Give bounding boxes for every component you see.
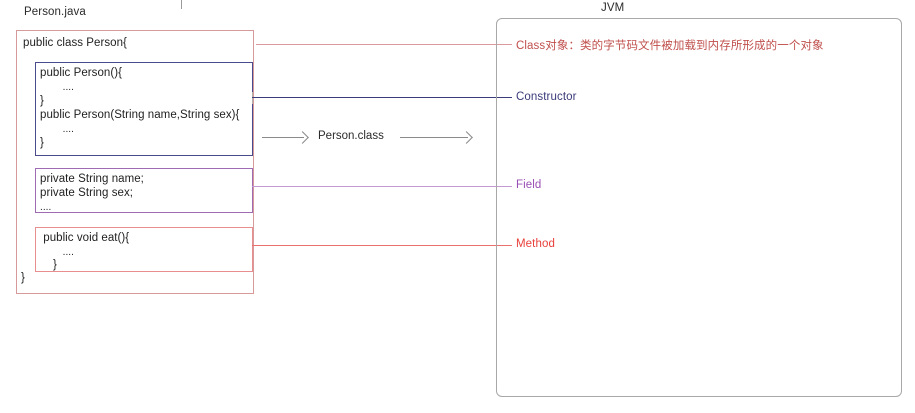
method-code-line-2: } xyxy=(40,259,57,271)
constructor-code-line-3: public Person(String name,String sex){ xyxy=(40,109,240,121)
method-code-line-0: public void eat(){ xyxy=(40,232,130,244)
constructor-code-line-1: .... xyxy=(40,82,74,93)
annotation-label-constructor: Constructor xyxy=(516,91,577,103)
middle-label-person-class: Person.class xyxy=(318,130,384,142)
method-code-line-1: .... xyxy=(40,247,74,258)
connector-line-method xyxy=(252,245,512,246)
field-code-line-0: private String name; xyxy=(40,173,144,185)
annotation-label-class: Class对象：类的字节码文件被加载到内存所形成的一个对象 xyxy=(516,40,824,52)
compile-arrow-right-line xyxy=(400,137,468,138)
annotation-label-method: Method xyxy=(516,238,555,250)
constructor-code-line-0: public Person(){ xyxy=(40,67,122,79)
field-code-line-2: .... xyxy=(40,202,52,213)
constructor-code-line-4: .... xyxy=(40,124,74,135)
class-footer-text: } xyxy=(21,272,25,284)
connector-line-field xyxy=(252,186,512,187)
left-caption-person-java: Person.java xyxy=(24,6,86,18)
method-box xyxy=(35,227,253,272)
class-box xyxy=(16,30,254,294)
compile-arrow-left-line xyxy=(262,137,304,138)
jvm-box xyxy=(496,18,902,397)
constructor-code-line-5: } xyxy=(40,137,44,149)
constructor-code-line-2: } xyxy=(40,95,44,107)
compile-arrow-left-head xyxy=(296,131,309,144)
right-caption-jvm: JVM xyxy=(601,2,625,14)
connector-tick-constructor-start xyxy=(252,92,253,104)
constructor-box xyxy=(35,62,253,156)
compile-arrow-right-head xyxy=(460,131,473,144)
class-header-text: public class Person{ xyxy=(23,37,127,49)
field-code-line-1: private String sex; xyxy=(40,187,133,199)
top-tick-mark xyxy=(181,0,182,9)
connector-line-class xyxy=(256,44,512,45)
connector-line-constructor xyxy=(252,97,512,98)
annotation-label-field: Field xyxy=(516,179,542,191)
field-box xyxy=(35,168,253,213)
